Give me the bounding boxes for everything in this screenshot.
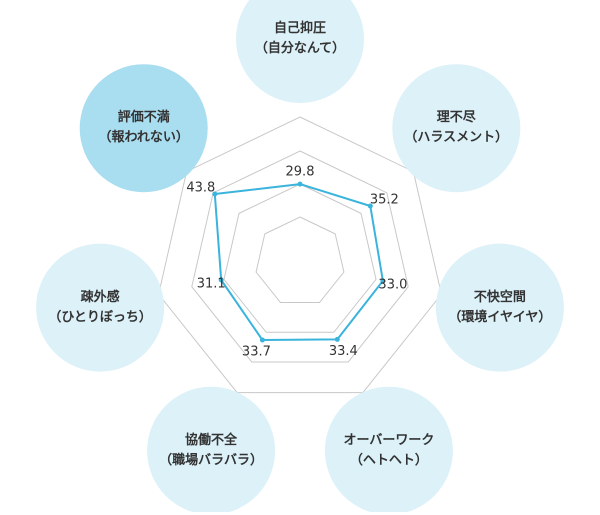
radar-grid xyxy=(158,116,442,394)
grid-ring-3 xyxy=(191,150,409,363)
value-label-7: 43.8 xyxy=(186,181,215,196)
value-label-4: 33.4 xyxy=(329,344,358,359)
data-point-1 xyxy=(297,181,303,187)
data-point-3 xyxy=(380,278,386,284)
grid-ring-4 xyxy=(158,116,442,394)
data-point-5 xyxy=(259,337,265,343)
data-point-4 xyxy=(334,336,340,342)
radar-series xyxy=(212,181,386,343)
category-circles xyxy=(36,0,564,512)
value-label-3: 33.0 xyxy=(378,277,407,292)
value-label-2: 35.2 xyxy=(370,193,399,208)
grid-ring-1 xyxy=(255,216,345,303)
category-circle-6 xyxy=(36,243,165,372)
category-circle-1 xyxy=(236,0,364,103)
value-labels: 29.8 35.2 33.0 33.4 33.7 31.1 43.8 xyxy=(186,165,407,360)
value-label-1: 29.8 xyxy=(286,165,315,180)
category-circle-5 xyxy=(147,386,276,512)
data-point-2 xyxy=(367,203,373,209)
data-point-6 xyxy=(218,277,224,283)
series-line xyxy=(213,183,384,341)
category-circle-7 xyxy=(79,64,208,193)
category-circle-2 xyxy=(392,64,521,193)
value-label-5: 33.7 xyxy=(242,345,271,360)
value-label-6: 31.1 xyxy=(197,277,226,292)
category-circle-3 xyxy=(435,243,564,372)
data-point-7 xyxy=(212,191,218,197)
grid-ring-2 xyxy=(223,183,377,333)
category-circle-4 xyxy=(324,386,453,512)
